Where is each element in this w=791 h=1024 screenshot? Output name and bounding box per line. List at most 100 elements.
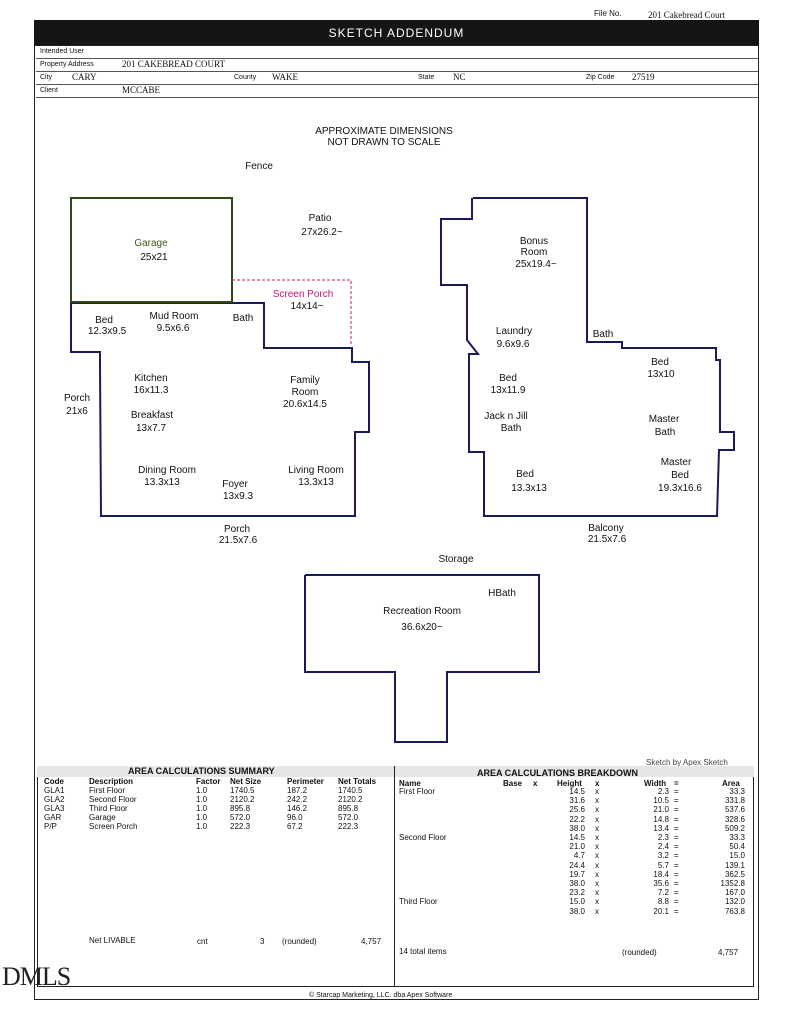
client-value: MCCABE [122, 85, 161, 95]
master-bath-label-2: Bath [654, 427, 676, 438]
side-porch-label: Porch [63, 393, 91, 404]
scale-note-line1: APPROXIMATE DIMENSIONS [315, 126, 453, 137]
breakdown-x-cell: x [595, 833, 599, 842]
client-label: Client [40, 87, 58, 94]
bath1-label: Bath [232, 313, 254, 324]
breakdown-width-cell: 3.2 [657, 851, 669, 861]
mud-room-label: Mud Room [149, 311, 199, 322]
breakdown-eq-cell: = [674, 851, 679, 861]
summary-cell: 187.2 [287, 786, 308, 795]
copyright: © Starcap Marketing, LLC. dba Apex Softw… [309, 992, 453, 999]
breakdown-area-cell: 33.3 [729, 833, 745, 842]
breakdown-x-cell: x [595, 851, 599, 861]
summary-cell: 96.0 [287, 813, 303, 822]
breakdown-header-x: x [533, 779, 538, 788]
breakdown-header-eq: = [674, 779, 679, 788]
breakdown-area-cell: 362.5 [724, 869, 745, 879]
scale-note-line2: NOT DRAWN TO SCALE [327, 137, 441, 148]
breakdown-area-cell: 509.2 [724, 823, 745, 833]
summary-cell: Third Floor [89, 804, 128, 813]
summary-cell: 1.0 [196, 786, 208, 795]
breakdown-x-cell: x [595, 823, 599, 833]
breakdown-x-cell: x [595, 842, 599, 852]
summary-cell: 242.2 [287, 795, 308, 804]
screen-porch-dim: 14x14~ [290, 301, 324, 312]
breakdown-area-cell: 50.4 [729, 842, 745, 852]
foyer-dim: 13x9.3 [222, 491, 254, 502]
county-value: WAKE [272, 72, 298, 82]
property-address-row: Property Address 201 CAKEBREAD COURT [36, 59, 758, 72]
state-label: State [418, 74, 435, 81]
breakdown-height-cell: 22.2 [569, 814, 585, 824]
summary-header-cell: Net Size [230, 777, 262, 786]
breakdown-width-cell: 2.3 [657, 833, 669, 842]
patio-dim: 27x26.2~ [301, 227, 343, 238]
living-room-dim: 13.3x13 [298, 477, 334, 488]
breakdown-width-cell: 13.4 [653, 823, 669, 833]
breakdown-eq-cell: = [674, 879, 679, 888]
breakdown-height-cell: 15.0 [569, 897, 585, 907]
summary-cell: First Floor [89, 786, 125, 795]
breakdown-eq-cell: = [674, 860, 679, 870]
net-livable-value: 4,757 [361, 937, 382, 946]
breakdown-area-cell: 1352.8 [720, 879, 745, 888]
kitchen-dim: 16x11.3 [133, 385, 169, 396]
breakdown-x-cell: x [595, 879, 599, 888]
summary-cell: 895.8 [230, 804, 251, 813]
intended-user-row: Intended User [36, 46, 758, 59]
breakdown-area-cell: 331.8 [724, 796, 745, 806]
breakdown-area-cell: 132.0 [724, 897, 745, 907]
breakdown-width-cell: 8.8 [657, 897, 669, 907]
bed4-dim: 13.3x13 [511, 483, 547, 494]
breakdown-width-cell: 35.6 [653, 879, 669, 888]
breakdown-eq-cell: = [674, 814, 679, 824]
zip-label: Zip Code [586, 74, 615, 81]
breakdown-width-cell: 5.7 [657, 860, 669, 870]
county-label: County [234, 74, 257, 81]
summary-header-cell: Factor [196, 777, 221, 786]
sketch-credit: Sketch by Apex Sketch [646, 758, 728, 767]
summary-cell: 572.0 [230, 813, 251, 822]
garage-label: Garage [134, 238, 168, 249]
breakdown-header-width: Width [644, 779, 667, 788]
summary-cell: 1.0 [196, 804, 208, 813]
breakdown-eq-cell: = [674, 842, 679, 852]
summary-cell: GLA3 [44, 804, 65, 813]
city-value: CARY [72, 72, 97, 82]
property-address-value: 201 CAKEBREAD COURT [122, 59, 225, 69]
garage-dim: 25x21 [140, 252, 168, 263]
summary-cell: 1.0 [196, 822, 208, 831]
breakdown-width-cell: 20.1 [653, 906, 669, 916]
file-no-value: 201 Cakebread Court [648, 10, 725, 20]
bed1-label: Bed [95, 315, 113, 326]
family-room-label-2: Room [291, 387, 319, 398]
breakdown-area-cell: 537.6 [724, 805, 745, 815]
breakdown-height-cell: 25.6 [569, 805, 585, 815]
summary-cell: 572.0 [338, 813, 359, 822]
summary-header-cell: Perimeter [287, 777, 324, 786]
family-room-dim: 20.6x14.5 [283, 399, 327, 410]
breakdown-title: AREA CALCULATIONS BREAKDOWN [477, 768, 638, 778]
jack-jill-label-1: Jack n Jill [484, 411, 528, 422]
breakdown-area-cell: 15.0 [729, 851, 745, 861]
patio-label: Patio [308, 213, 332, 224]
foyer-label: Foyer [222, 479, 248, 490]
master-bed-label-1: Master [660, 457, 692, 468]
summary-cell: Garage [89, 813, 116, 822]
page-title: SKETCH ADDENDUM [34, 20, 759, 45]
summary-cell: 1740.5 [338, 786, 363, 795]
breakdown-height-cell: 23.2 [569, 888, 585, 898]
breakdown-eq-cell: = [674, 805, 679, 815]
first-floor-outline [70, 302, 370, 517]
breakdown-width-cell: 18.4 [653, 869, 669, 879]
summary-header-cell: Description [89, 777, 134, 786]
breakdown-total: 4,757 [718, 948, 739, 957]
front-porch-label: Porch [223, 524, 251, 535]
breakdown-name-cell: Third Floor [399, 897, 438, 907]
breakdown-eq-cell: = [674, 796, 679, 806]
table-divider [394, 766, 395, 987]
bed3-label: Bed [651, 357, 669, 368]
bath2-label: Bath [592, 329, 614, 340]
breakdown-width-cell: 7.2 [657, 888, 669, 898]
breakdown-width-cell: 14.8 [653, 814, 669, 824]
